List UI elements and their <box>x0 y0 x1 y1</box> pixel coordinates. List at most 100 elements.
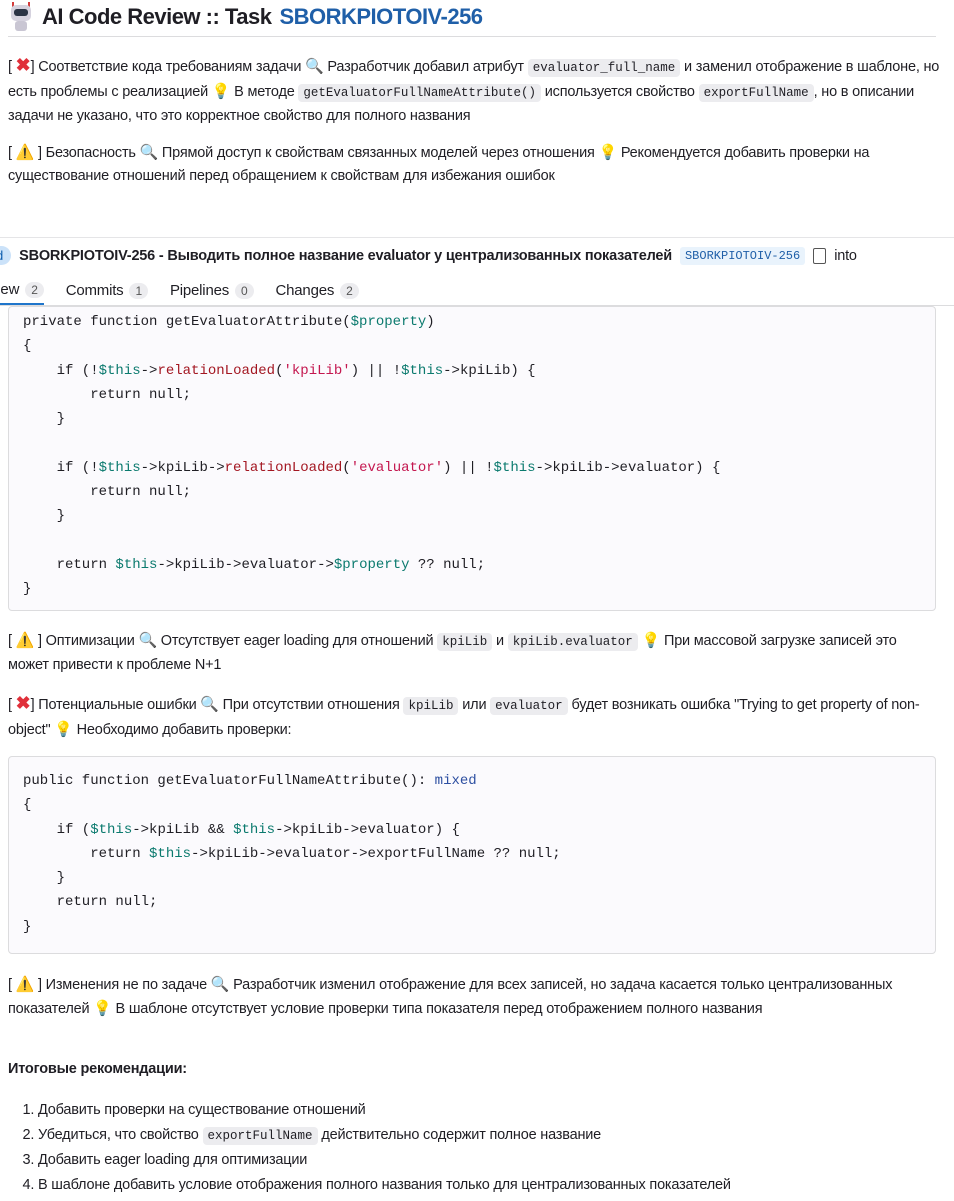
code-line: if (!$this->kpiLib->relationLoaded('eval… <box>9 456 935 480</box>
code-line <box>9 529 935 553</box>
code-token: ->kpiLib->evaluator) { <box>535 459 721 476</box>
code-token: } <box>23 870 66 887</box>
tab-changes[interactable]: Changes 2 <box>276 281 359 305</box>
code-line: } <box>9 866 935 890</box>
text: В шаблоне добавить условие отображения п… <box>38 1176 731 1193</box>
code-line: public function getEvaluatorFullNameAttr… <box>9 769 935 793</box>
task-link[interactable]: SBORKPIOTOIV-256 <box>279 4 483 29</box>
code-token: $this <box>493 459 536 476</box>
code-token: if ( <box>23 821 91 838</box>
list-item: Убедиться, что свойство exportFullName д… <box>38 1123 954 1149</box>
inline-code: kpiLib <box>403 697 459 715</box>
copy-icon[interactable] <box>813 247 827 264</box>
text: В методе <box>230 84 299 100</box>
tab-label: Pipelines <box>169 282 230 299</box>
code-token: ->kpiLib) { <box>443 362 536 379</box>
code-token: ( <box>342 459 351 476</box>
status-badge: ged <box>0 246 12 265</box>
tab-count: 1 <box>129 282 148 299</box>
text: Убедиться, что свойство <box>38 1126 203 1143</box>
list-item: Добавить проверки на существование отнош… <box>38 1098 954 1123</box>
mr-title: SBORKPIOTOIV-256 - Выводить полное назва… <box>19 247 672 264</box>
text: используется свойство <box>540 84 699 100</box>
text: [ <box>8 145 16 161</box>
code-token: $this <box>98 362 141 379</box>
text: В шаблоне отсутствует условие проверки т… <box>111 1001 763 1017</box>
lightbulb-icon: 💡 <box>93 1000 112 1017</box>
text: [ <box>8 633 16 649</box>
lightbulb-icon: 💡 <box>54 721 73 738</box>
divider <box>0 305 954 306</box>
inline-code: evaluator_full_name <box>527 59 681 77</box>
tab-overview[interactable]: view2 <box>0 281 44 305</box>
code-token: { <box>23 797 32 814</box>
code-line: if ($this->kpiLib && $this->kpiLib->eval… <box>9 818 935 842</box>
code-line: return null; <box>9 383 935 407</box>
code-block: public function getEvaluatorFullNameAttr… <box>8 756 936 954</box>
code-token: -> <box>140 362 158 379</box>
inline-code: evaluator <box>490 697 568 715</box>
text: Добавить проверки на существование отнош… <box>38 1102 366 1118</box>
text: При массовой загрузке записей это может … <box>8 633 897 673</box>
code-token: ) <box>426 314 435 330</box>
code-token: ->kpiLib->evaluator-> <box>157 556 334 573</box>
inline-code: kpiLib <box>437 633 493 651</box>
code-token: mixed <box>434 773 477 789</box>
code-token: ( <box>275 362 284 379</box>
code-token: public function getEvaluatorFullNameAttr… <box>23 773 435 789</box>
code-token: ->kpiLib->evaluator) { <box>275 821 460 838</box>
lightbulb-icon: 💡 <box>598 144 618 161</box>
text: ] Оптимизации <box>34 633 139 649</box>
review-item-requirements: [ ✖] Соответствие кода требованиям задач… <box>8 54 940 128</box>
list-item: В шаблоне добавить условие отображения п… <box>38 1173 954 1198</box>
code-token: { <box>23 338 32 355</box>
code-line: private function getEvaluatorAttribute($… <box>9 310 935 334</box>
text: , но в описании задачи не указано, что э… <box>8 84 915 124</box>
warning-icon: ⚠️ <box>15 632 35 649</box>
text: [ <box>8 59 16 75</box>
code-line: } <box>9 407 935 431</box>
code-token: 'kpiLib' <box>283 362 351 379</box>
text: и <box>492 633 508 649</box>
code-token: $property <box>350 314 427 330</box>
inline-code: exportFullName <box>698 84 814 102</box>
code-block: private function getEvaluatorAttribute($… <box>8 306 936 611</box>
text: Отсутствует eager loading для отношений <box>156 633 438 649</box>
text: Рекомендуется добавить проверки на сущес… <box>8 145 870 184</box>
code-token: relationLoaded <box>224 459 343 476</box>
source-branch[interactable]: SBORKPIOTOIV-256 <box>679 246 806 265</box>
tab-label: Changes <box>275 282 335 299</box>
inline-code: exportFullName <box>202 1126 318 1145</box>
code-line: return null; <box>9 480 935 504</box>
code-line: return null; <box>9 890 935 914</box>
magnifier-icon: 🔍 <box>210 976 230 993</box>
code-line: } <box>9 504 935 528</box>
tab-count: 0 <box>235 282 254 299</box>
summary-heading: Итоговые рекомендации: <box>8 1061 187 1077</box>
warning-icon: ⚠️ <box>15 144 35 161</box>
tab-pipelines[interactable]: Pipelines 0 <box>170 281 254 305</box>
text: ] Соответствие кода требованиям задачи <box>30 59 306 75</box>
code-token: ->kpiLib-> <box>140 459 225 476</box>
text: Разработчик изменил отображение для всех… <box>8 977 893 1017</box>
review-item-errors: [ ✖] Потенциальные ошибки 🔍 При отсутств… <box>8 692 940 742</box>
review-item-security: [ ⚠️ ] Безопасность 🔍 Прямой доступ к св… <box>8 141 940 188</box>
text: будет возникать ошибка "Trying to get pr… <box>8 697 920 738</box>
into-label: into <box>834 247 857 264</box>
tab-count: 2 <box>340 282 359 299</box>
code-line <box>9 431 935 455</box>
code-line: return $this->kpiLib->evaluator->$proper… <box>9 553 935 577</box>
code-token: return <box>23 556 116 573</box>
tab-count: 2 <box>25 281 44 298</box>
text: ] Изменения не по задаче <box>34 977 211 993</box>
code-token: $this <box>149 845 192 862</box>
lightbulb-icon: 💡 <box>641 632 661 649</box>
text: и заменил отображение в шаблоне, но есть… <box>8 59 940 100</box>
text: или <box>458 697 491 713</box>
merge-request-header: ged SBORKPIOTOIV-256 - Выводить полное н… <box>0 237 954 306</box>
divider <box>8 36 936 37</box>
code-token: ) || ! <box>443 459 494 476</box>
code-line: { <box>9 793 935 817</box>
